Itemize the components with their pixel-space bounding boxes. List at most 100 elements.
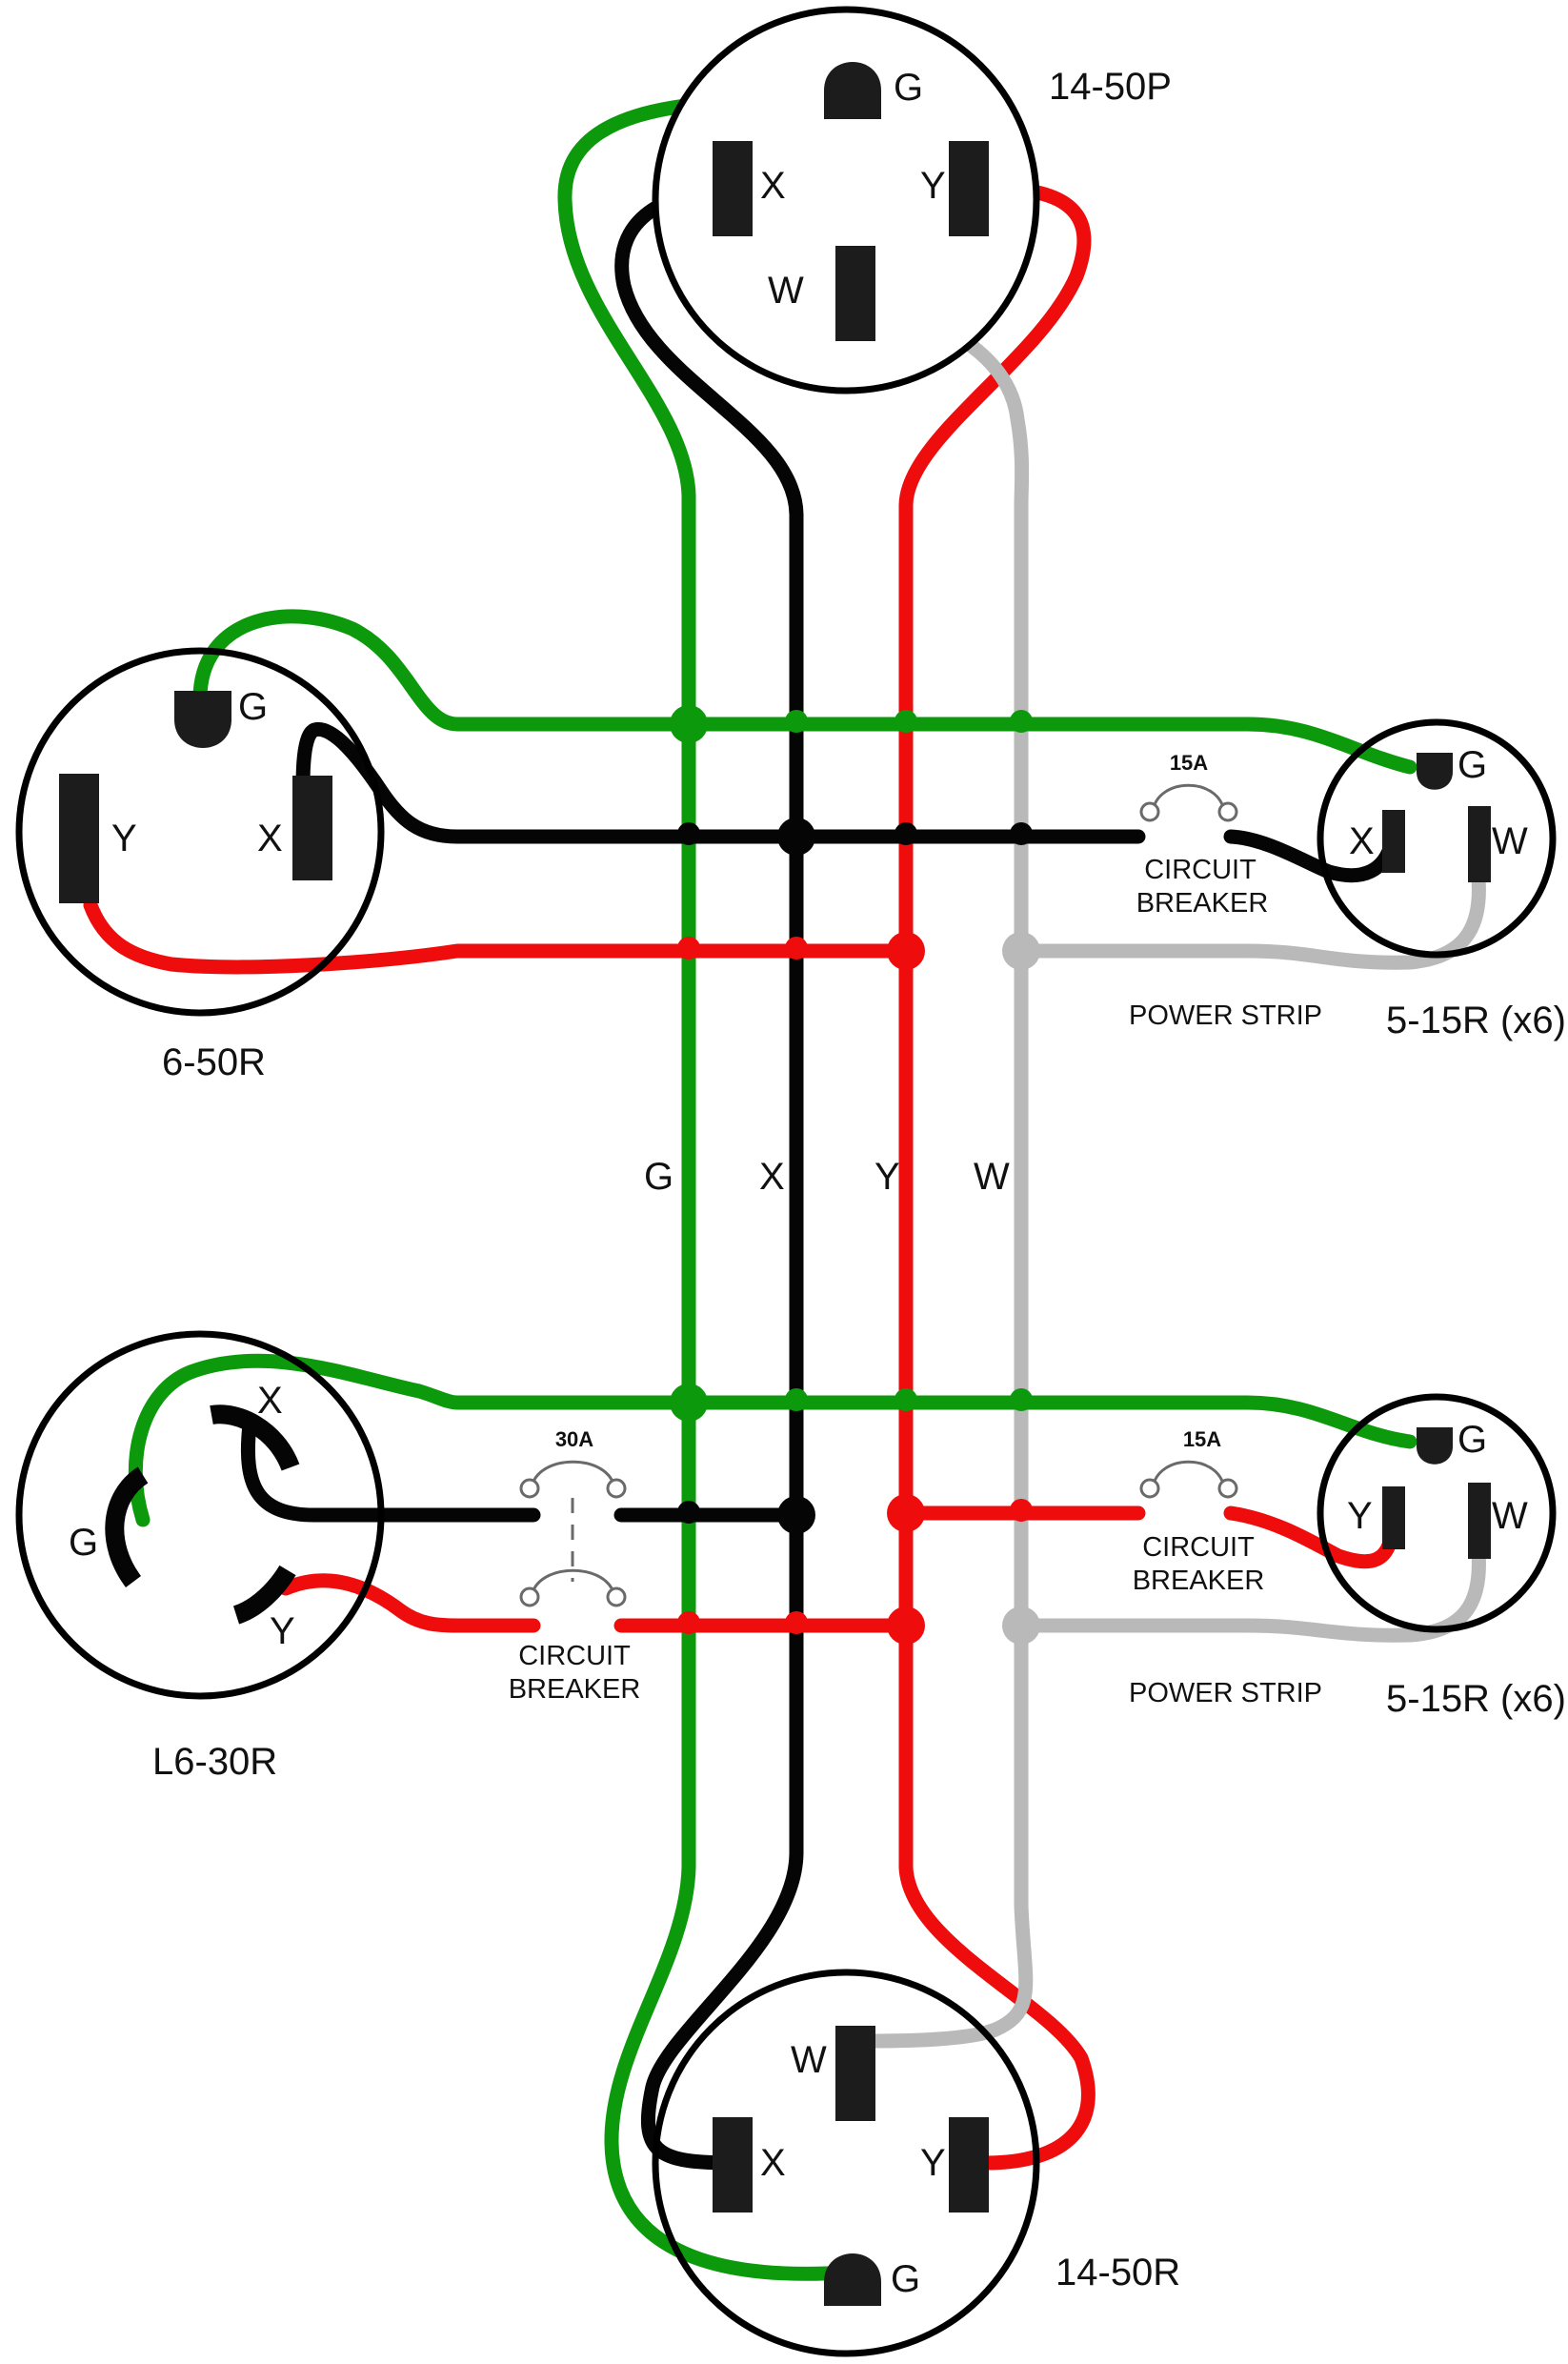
x-pin-label: X bbox=[760, 2142, 786, 2184]
junction-dot bbox=[677, 1501, 700, 1524]
breaker-contact bbox=[606, 1586, 627, 1607]
connector-name-label: 5-15R (x6) bbox=[1386, 1678, 1566, 1720]
junction-dot bbox=[785, 937, 808, 960]
bottom-strip-y-breaker-to-outlet bbox=[1223, 1505, 1400, 1569]
w-blade bbox=[1468, 806, 1491, 882]
breaker-l6-30: 30A CIRCUIT BREAKER bbox=[509, 1427, 641, 1705]
breaker-rating-label: 30A bbox=[555, 1427, 593, 1451]
breaker-rating-label: 15A bbox=[1183, 1427, 1221, 1451]
junction-dot bbox=[887, 932, 925, 970]
neutral-bus-wire bbox=[855, 295, 1034, 2049]
x-hot-bus-wire bbox=[614, 181, 804, 2171]
x-blade bbox=[292, 776, 332, 880]
ground-pin bbox=[824, 2253, 881, 2306]
ground-pin-label: G bbox=[69, 1522, 98, 1564]
receptacle-5-15r-top: G X W 5-15R (x6) POWER STRIP bbox=[1129, 718, 1566, 1041]
junction-dot bbox=[670, 705, 708, 743]
junction-dot bbox=[1010, 1499, 1033, 1522]
ground-pin bbox=[824, 62, 881, 119]
ground-pin bbox=[174, 691, 231, 748]
junction-dot bbox=[1010, 710, 1033, 733]
junction-dot bbox=[887, 1494, 925, 1532]
y-hot-bus-wire bbox=[898, 180, 1096, 2171]
y-pin-label: Y bbox=[920, 165, 946, 207]
w-pin-label: W bbox=[768, 270, 804, 312]
bottom-strip-w-branch bbox=[1014, 1526, 1486, 1643]
power-strip-label: POWER STRIP bbox=[1129, 1678, 1322, 1708]
junction-dot bbox=[895, 1388, 917, 1411]
x-slot bbox=[210, 1404, 300, 1471]
x-pin-label: X bbox=[257, 818, 283, 859]
junction-dot bbox=[785, 1388, 808, 1411]
w-bus-label: W bbox=[974, 1156, 1010, 1198]
ground-pin bbox=[1417, 1427, 1453, 1465]
y-blade bbox=[59, 774, 99, 903]
connector-name-label: 5-15R (x6) bbox=[1386, 1000, 1566, 1041]
y-slot bbox=[232, 1565, 296, 1625]
receptacle-14-50r: W X Y G 14-50R bbox=[652, 1969, 1180, 2357]
junction-dot bbox=[677, 1611, 700, 1634]
x-pin-label: X bbox=[257, 1380, 283, 1422]
breaker-contact bbox=[606, 1478, 627, 1499]
ground-pin-label: G bbox=[1457, 1419, 1487, 1461]
ground-slot bbox=[105, 1466, 149, 1587]
receptacle-outline bbox=[15, 647, 385, 1017]
ground-pin bbox=[1417, 753, 1453, 790]
junction-dot bbox=[785, 710, 808, 733]
breaker-arc bbox=[530, 1568, 616, 1598]
breaker-arc bbox=[530, 1460, 616, 1489]
breaker-arc bbox=[1151, 783, 1226, 813]
y-pin-label: Y bbox=[111, 818, 137, 859]
receptacle-5-15r-bottom: G Y W 5-15R (x6) POWER STRIP bbox=[1129, 1393, 1566, 1720]
plug-outline bbox=[652, 6, 1040, 394]
junction-dot bbox=[887, 1606, 925, 1645]
x-pin-label: X bbox=[760, 165, 786, 207]
junction-dot bbox=[677, 937, 700, 960]
x-pin-label: X bbox=[1349, 820, 1375, 862]
ground-pin-label: G bbox=[238, 686, 268, 728]
receptacle-l6-30r: X G Y L6-30R bbox=[15, 1330, 385, 1783]
receptacle-outline bbox=[15, 1330, 385, 1700]
breaker-label-line1: CIRCUIT bbox=[518, 1641, 631, 1671]
top-y-branch bbox=[83, 898, 914, 975]
w-pin-label: W bbox=[1492, 1495, 1528, 1537]
power-strip-label: POWER STRIP bbox=[1129, 1000, 1322, 1031]
junction-dot bbox=[895, 822, 917, 845]
y-pin-label: Y bbox=[1347, 1495, 1373, 1537]
ground-bus-wire bbox=[557, 93, 865, 2281]
w-blade bbox=[835, 246, 875, 341]
top-w-branch bbox=[1014, 855, 1486, 970]
connector-name-label: 6-50R bbox=[162, 1041, 266, 1083]
y-blade bbox=[1382, 1486, 1405, 1549]
y-bus-label: Y bbox=[874, 1156, 900, 1198]
junction-dot bbox=[777, 818, 815, 856]
breaker-label-line2: BREAKER bbox=[509, 1674, 641, 1705]
breaker-label-line1: CIRCUIT bbox=[1142, 1532, 1255, 1563]
junction-dot bbox=[777, 1496, 815, 1534]
junction-dot bbox=[1010, 1388, 1033, 1411]
w-pin-label: W bbox=[1492, 820, 1528, 862]
junction-dot bbox=[1010, 822, 1033, 845]
breaker-contact bbox=[519, 1478, 540, 1499]
connector-name-label: 14-50R bbox=[1055, 2252, 1180, 2293]
receptacle-outline bbox=[652, 1969, 1040, 2357]
breaker-contact bbox=[1139, 1478, 1160, 1499]
junction-dot bbox=[895, 710, 917, 733]
x-blade bbox=[713, 2117, 753, 2212]
y-pin-label: Y bbox=[920, 2142, 946, 2184]
breaker-arc bbox=[1151, 1460, 1226, 1489]
bottom-y-branch-to-breaker bbox=[278, 1573, 541, 1633]
receptacle-6-50r: G Y X 6-50R bbox=[15, 647, 385, 1083]
bus-labels: G X Y W bbox=[644, 1156, 1010, 1198]
y-pin-label: Y bbox=[270, 1610, 295, 1652]
branch-wires bbox=[83, 609, 1486, 1643]
top-ground-branch bbox=[192, 609, 1417, 775]
breaker-rating-label: 15A bbox=[1170, 751, 1208, 775]
bottom-ground-branch bbox=[128, 1353, 1417, 1527]
ground-pin-label: G bbox=[891, 2258, 920, 2300]
breaker-contact bbox=[1139, 801, 1160, 822]
receptacle-outline bbox=[1317, 1393, 1557, 1633]
junction-dots bbox=[670, 705, 1040, 1645]
receptacle-outline bbox=[1317, 718, 1557, 959]
